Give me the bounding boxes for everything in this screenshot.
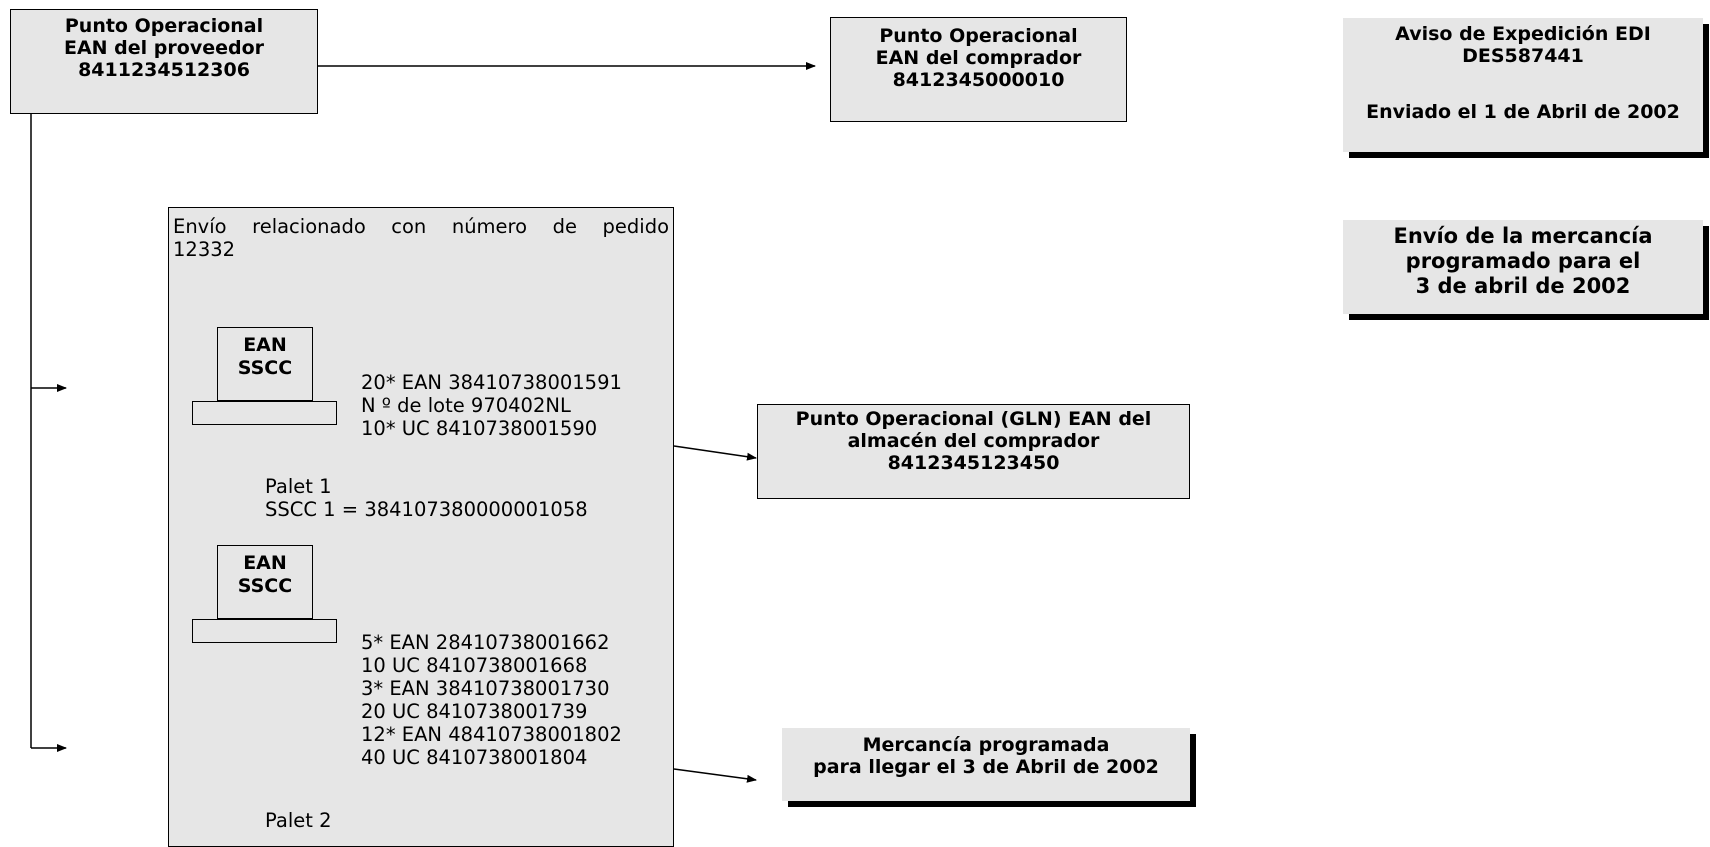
pallet1-content-line: 20* EAN 38410738001591 <box>361 371 622 394</box>
pallet1-sscc: SSCC 1 = 384107380000001058 <box>265 498 588 521</box>
pallet1-label-ean: EAN <box>243 334 287 356</box>
edi-notice-sent-date: Enviado el 1 de Abril de 2002 <box>1366 101 1680 123</box>
edi-notice-spacer <box>1343 67 1703 89</box>
connector-lines <box>30 62 816 783</box>
pallet2-content-line: 5* EAN 28410738001662 <box>361 631 610 654</box>
buyer-title: Punto Operacional <box>879 25 1078 47</box>
buyer-operational-point-box: Punto Operacional EAN del comprador 8412… <box>830 17 1127 122</box>
pallet2-label-sscc: SSCC <box>237 575 293 597</box>
warehouse-gln: 8412345123450 <box>887 452 1060 474</box>
supplier-subtitle: EAN del proveedor <box>63 37 265 59</box>
shipment-order-number: 12332 <box>173 238 236 261</box>
shipment-header: Envío relacionado con número de pedido 1… <box>173 215 669 261</box>
scheduled-arrival-box: Mercancía programada para llegar el 3 de… <box>782 728 1190 801</box>
pallet1-content-line: 10* UC 8410738001590 <box>361 417 598 440</box>
warehouse-subtitle: almacén del comprador <box>847 430 1100 452</box>
buyer-gln: 8412345000010 <box>892 69 1065 91</box>
pallet2-content-line: 20 UC 8410738001739 <box>361 700 588 723</box>
pallet1-label-sscc: SSCC <box>237 357 293 379</box>
edi-dispatch-advice-box: Aviso de Expedición EDI DES587441 Enviad… <box>1343 18 1703 152</box>
pallet2-name: Palet 2 <box>265 809 332 832</box>
pallet2-content-line: 12* EAN 48410738001802 <box>361 723 622 746</box>
pallet1-caption: Palet 1 SSCC 1 = 384107380000001058 <box>265 475 588 521</box>
shipment-detail-panel: Envío relacionado con número de pedido 1… <box>168 207 674 847</box>
edi-notice-title: Aviso de Expedición EDI <box>1395 23 1651 45</box>
pallet1-contents: 20* EAN 38410738001591 N º de lote 97040… <box>361 371 622 440</box>
supplier-title: Punto Operacional <box>64 15 264 37</box>
pallet2-content-line: 40 UC 8410738001804 <box>361 746 588 769</box>
pallet1-sscc-label: EAN SSCC <box>217 327 313 401</box>
supplier-operational-point-box: Punto Operacional EAN del proveedor 8411… <box>10 9 318 114</box>
supplier-gln: 8411234512306 <box>78 59 250 81</box>
buyer-subtitle: EAN del comprador <box>875 47 1082 69</box>
pallet1-content-line: N º de lote 970402NL <box>361 394 571 417</box>
scheduled-shipment-line-2: programado para el <box>1405 249 1641 273</box>
edi-notice-number: DES587441 <box>1462 45 1584 67</box>
pallet2-label-ean: EAN <box>243 552 287 574</box>
scheduled-shipment-line-1: Envío de la mercancía <box>1393 224 1653 248</box>
arrival-line-2: para llegar el 3 de Abril de 2002 <box>813 756 1159 778</box>
scheduled-shipment-date: 3 de abril de 2002 <box>1415 274 1631 298</box>
buyer-warehouse-box: Punto Operacional (GLN) EAN del almacén … <box>757 404 1190 499</box>
pallet2-caption: Palet 2 <box>265 809 332 832</box>
pallet2-contents: 5* EAN 28410738001662 10 UC 841073800166… <box>361 631 622 769</box>
pallet1-base <box>192 401 337 425</box>
arrival-line-1: Mercancía programada <box>862 734 1110 756</box>
pallet2-content-line: 10 UC 8410738001668 <box>361 654 588 677</box>
pallet2-to-arrival-arrow <box>673 768 757 783</box>
pallet2-content-line: 3* EAN 38410738001730 <box>361 677 610 700</box>
pallet1-to-warehouse-arrow <box>673 445 757 461</box>
scheduled-shipment-box: Envío de la mercancía programado para el… <box>1343 220 1703 314</box>
warehouse-title: Punto Operacional (GLN) EAN del <box>795 408 1152 430</box>
pallet2-sscc-label: EAN SSCC <box>217 545 313 619</box>
pallet2-base <box>192 619 337 643</box>
shipment-header-text: Envío relacionado con número de pedido <box>173 215 669 238</box>
pallet1-name: Palet 1 <box>265 475 332 498</box>
